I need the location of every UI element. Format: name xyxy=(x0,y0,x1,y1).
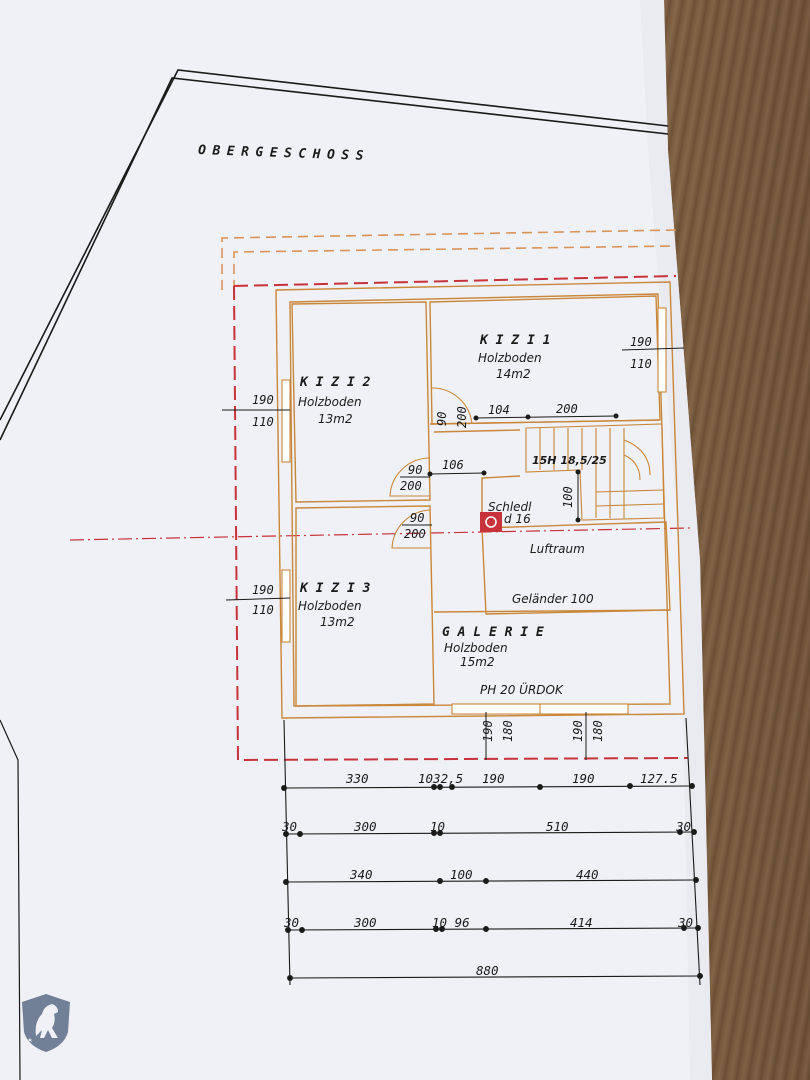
kizi1-floor: Holzboden xyxy=(478,351,542,365)
row4-c: 10 96 xyxy=(432,915,470,930)
luftraum-name: Luftraum xyxy=(530,542,585,556)
chimney-label-2: d 16 xyxy=(504,512,531,526)
stair-annotation: 15H 18,5/25 xyxy=(532,454,607,467)
dimension-chains xyxy=(281,717,703,986)
axis-line xyxy=(69,527,691,541)
row1-e: 127.5 xyxy=(640,771,678,786)
south-b-2: 180 xyxy=(591,720,605,742)
row5-a: 880 xyxy=(476,963,499,978)
inner-dimension-lines xyxy=(427,413,619,523)
luftraum-railing: Geländer 100 xyxy=(512,592,594,606)
w1-bottom: 110 xyxy=(630,357,652,371)
w2-top: 190 xyxy=(252,393,274,407)
walls xyxy=(275,281,685,719)
agency-logo xyxy=(22,994,70,1052)
d3-bottom: 200 xyxy=(455,406,469,428)
w2-bottom: 110 xyxy=(252,415,274,429)
building-line xyxy=(233,275,689,762)
row3-c: 440 xyxy=(576,867,599,882)
chimney-symbol xyxy=(480,512,502,532)
d1-bottom: 200 xyxy=(400,479,422,493)
galerie-area: 15m2 xyxy=(460,655,495,669)
row3-a: 340 xyxy=(349,867,373,882)
d3-top: 90 xyxy=(435,412,449,426)
window-dimension-labels: 190 110 190 110 190 110 190 180 190 180 xyxy=(252,335,652,742)
south-a-1: 190 xyxy=(481,720,495,742)
window-openings xyxy=(281,307,667,715)
dim-104: 104 xyxy=(488,403,510,417)
row1-d: 190 xyxy=(572,771,595,786)
row4-a: 30 xyxy=(283,915,299,930)
dim-200: 200 xyxy=(556,402,578,416)
kizi1-area: 14m2 xyxy=(496,367,531,381)
kizi3-name: K I Z I 3 xyxy=(299,581,371,596)
dimension-chain-labels: 330 1032,5 190 190 127.5 30 300 10 510 3… xyxy=(281,771,693,978)
door-swings xyxy=(389,387,473,549)
w3-bottom: 110 xyxy=(252,603,274,617)
galerie-floor: Holzboden xyxy=(444,641,508,655)
chimney-label-1: Schledl xyxy=(488,500,532,514)
kizi2-name: K I Z I 2 xyxy=(299,375,371,390)
room-labels: K I Z I 1 Holzboden 14m2 K I Z I 2 Holzb… xyxy=(298,333,607,697)
d2-top: 90 xyxy=(410,511,424,525)
plan-title: OBERGESCHOSS xyxy=(198,143,370,164)
south-a-2: 180 xyxy=(501,720,515,742)
row4-d: 414 xyxy=(570,915,593,930)
window-leader-lines xyxy=(222,347,685,760)
galerie-name: G A L E R I E xyxy=(442,625,544,640)
dim-100: 100 xyxy=(561,486,575,508)
door-labels: 90 200 90 200 90 200 xyxy=(400,406,469,541)
staircase xyxy=(525,423,665,521)
paper-sheet xyxy=(0,0,712,1080)
kizi3-area: 13m2 xyxy=(320,615,355,629)
d2-bottom: 200 xyxy=(404,527,426,541)
w1-top: 190 xyxy=(630,335,652,349)
kizi2-area: 13m2 xyxy=(318,412,353,426)
d1-top: 90 xyxy=(408,463,422,477)
eaves-outline xyxy=(221,229,677,290)
row2-d: 510 xyxy=(546,819,569,834)
row1-c: 190 xyxy=(482,771,505,786)
row2-a: 30 xyxy=(281,819,297,834)
ph-annotation: PH 20 ÜRDOK xyxy=(480,681,564,697)
inner-dimension-labels: 104 200 106 100 xyxy=(442,402,578,508)
kizi3-floor: Holzboden xyxy=(298,599,362,613)
kizi1-name: K I Z I 1 xyxy=(479,333,550,348)
row1-b: 1032,5 xyxy=(418,771,463,786)
kizi2-floor: Holzboden xyxy=(298,395,362,409)
row2-c: 10 xyxy=(430,819,445,834)
row2-e: 30 xyxy=(675,819,691,834)
row4-e: 30 xyxy=(677,915,693,930)
dim-106: 106 xyxy=(442,458,464,472)
row4-b: 300 xyxy=(353,915,377,930)
south-b-1: 190 xyxy=(571,720,585,742)
row2-b: 300 xyxy=(353,819,377,834)
row1-a: 330 xyxy=(345,771,369,786)
row3-b: 100 xyxy=(450,867,473,882)
property-boundary xyxy=(0,69,669,1080)
w3-top: 190 xyxy=(252,583,274,597)
